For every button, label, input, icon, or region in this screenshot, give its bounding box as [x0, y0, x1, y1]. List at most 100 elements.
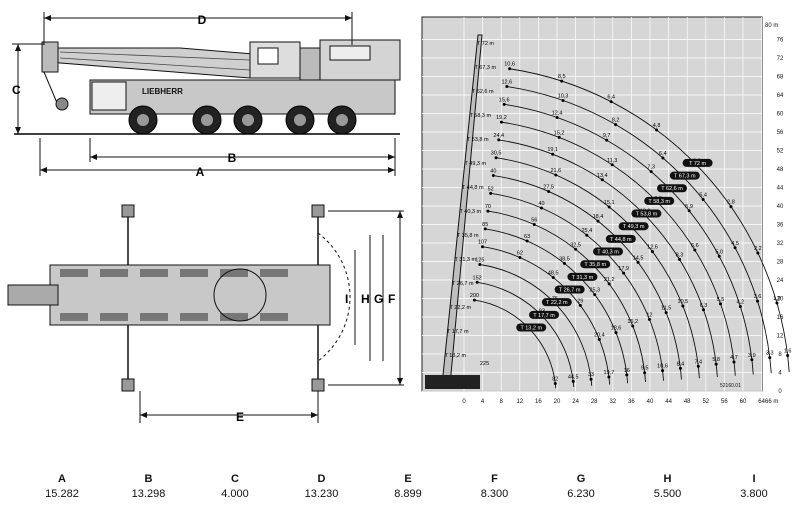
load-curve: [490, 192, 664, 381]
load-point: [631, 324, 635, 328]
load-point: [681, 304, 685, 308]
y-tick-label: 12: [777, 334, 784, 340]
load-point: [502, 102, 506, 106]
y-tick-label: 72: [777, 56, 784, 62]
load-point: [551, 152, 555, 156]
load-point: [607, 375, 611, 379]
y-tick-label: 36: [777, 223, 784, 229]
y-tick-label: 68: [777, 75, 784, 81]
load-value-label: 19,2: [496, 115, 507, 121]
mast-tag-label: T 35,8 m: [457, 233, 479, 239]
load-value-label: 20,4: [594, 332, 605, 338]
load-point: [596, 219, 600, 223]
load-point: [597, 337, 601, 341]
load-value-label: 6,4: [607, 95, 615, 101]
load-point: [696, 364, 700, 368]
load-value-label: 1,6: [784, 348, 792, 354]
load-value-label: 16: [624, 368, 630, 374]
load-point: [489, 191, 493, 195]
x-tick-label: 40: [647, 399, 654, 405]
load-value-label: 15,2: [627, 319, 638, 325]
load-point: [497, 138, 501, 142]
load-value-label: 21,6: [550, 168, 561, 174]
load-value-label: 6,6: [691, 243, 699, 249]
dimension-value: 13.230: [304, 488, 339, 500]
load-value-label: 13,4: [597, 173, 608, 179]
load-value-label: 18,4: [593, 214, 604, 220]
load-curve: [504, 103, 754, 375]
x-tick-label: 32: [609, 399, 616, 405]
load-value-label: 8,4: [677, 361, 685, 367]
load-point: [701, 198, 705, 202]
y-tick-label: 56: [777, 130, 784, 136]
load-value-label: 107: [478, 240, 487, 246]
load-point: [625, 373, 629, 377]
dimension-letter: H: [663, 473, 672, 485]
boom-length-tag-label: T 35,8 m: [584, 262, 606, 268]
load-value-label: 40: [538, 201, 544, 207]
load-value-label: 56: [531, 217, 537, 223]
load-value-label: 10,3: [558, 93, 569, 99]
mast-tag-label: T 22,2 m: [450, 305, 472, 311]
dim-label-h: H: [361, 292, 370, 306]
load-value-label: 44,5: [568, 374, 579, 380]
load-point: [560, 79, 564, 83]
load-value-label: 27,5: [543, 184, 554, 190]
boom-length-tag-label: T 58,3 m: [648, 199, 670, 205]
load-point: [551, 276, 555, 280]
dimension-value: 13.298: [131, 488, 166, 500]
load-point: [614, 123, 618, 127]
boom-length-tag-label: T 62,6 m: [661, 186, 683, 192]
load-value-label: 24,4: [493, 133, 504, 139]
y-tick-label: 16: [777, 315, 784, 321]
load-value-label: 2,2: [754, 246, 762, 252]
load-value-label: 200: [470, 293, 479, 299]
load-value-label: 19,7: [604, 370, 615, 376]
dim-label-f: F: [388, 292, 395, 306]
max-load-label: 225: [480, 361, 489, 367]
load-point: [555, 115, 559, 119]
boom-length-tag: [669, 171, 700, 180]
load-point: [733, 246, 737, 250]
load-value-label: 8,5: [558, 74, 566, 80]
load-point: [486, 209, 490, 213]
load-value-label: 1,9: [773, 296, 781, 302]
mast-tag-label: T 62,6 m: [472, 89, 494, 95]
load-point: [664, 311, 668, 315]
dimension-letter: F: [491, 473, 498, 485]
load-point: [605, 138, 609, 142]
load-point: [649, 170, 653, 174]
load-point: [554, 173, 558, 177]
load-point: [499, 120, 503, 124]
x-tick-label: 48: [684, 399, 691, 405]
load-value-label: 12,6: [647, 245, 658, 251]
dimension-value: 6.230: [567, 488, 595, 500]
dimension-letter: D: [317, 473, 326, 485]
load-value-label: 10,6: [657, 364, 668, 370]
boom-length-tag-label: T 26,7 m: [559, 288, 581, 294]
boom-length-tag: [529, 310, 560, 319]
load-value-label: 5,8: [712, 357, 720, 363]
load-point: [607, 205, 611, 209]
load-point: [678, 257, 682, 261]
load-point: [518, 255, 522, 259]
dim-label-b: B: [228, 151, 237, 165]
top-view-diagram: E I H G F: [7, 204, 404, 424]
mast-tag-label: T 67,3 m: [475, 65, 497, 71]
x-tick-label: 60: [740, 399, 747, 405]
dim-label-i: I: [345, 292, 348, 306]
load-point: [607, 282, 611, 286]
load-value-label: 17,9: [618, 266, 629, 272]
load-curve: [506, 86, 772, 374]
load-curve: [493, 175, 682, 380]
load-value-label: 10,5: [678, 299, 689, 305]
load-value-label: 15,2: [554, 130, 565, 136]
load-point: [483, 227, 487, 231]
y-tick-label: 8: [778, 352, 782, 358]
load-value-label: 4,8: [653, 123, 661, 129]
